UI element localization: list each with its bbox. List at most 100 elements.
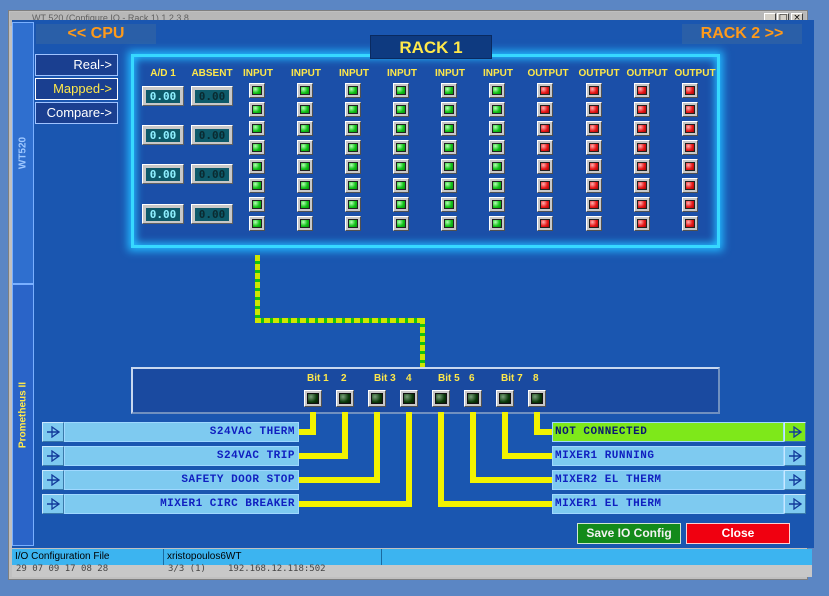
right-map-field[interactable]: MIXER1 EL THERM: [552, 494, 784, 514]
input-led-indicator[interactable]: [393, 121, 409, 136]
output-led-indicator[interactable]: [682, 102, 698, 117]
output-led-indicator[interactable]: [682, 197, 698, 212]
right-map-arrow-button[interactable]: [784, 446, 806, 466]
output-led-indicator[interactable]: [586, 83, 602, 98]
output-led-indicator[interactable]: [634, 216, 650, 231]
output-led-indicator[interactable]: [537, 140, 553, 155]
left-map-field[interactable]: SAFETY DOOR STOP: [64, 470, 299, 490]
input-led-indicator[interactable]: [297, 197, 313, 212]
input-led-indicator[interactable]: [345, 197, 361, 212]
input-led-indicator[interactable]: [393, 159, 409, 174]
input-led-indicator[interactable]: [249, 178, 265, 193]
output-led-indicator[interactable]: [537, 121, 553, 136]
input-led-indicator[interactable]: [249, 159, 265, 174]
input-led-indicator[interactable]: [441, 83, 457, 98]
output-led-indicator[interactable]: [682, 216, 698, 231]
input-led-indicator[interactable]: [249, 83, 265, 98]
input-led-indicator[interactable]: [297, 83, 313, 98]
input-led-indicator[interactable]: [393, 197, 409, 212]
input-led-indicator[interactable]: [297, 140, 313, 155]
output-led-indicator[interactable]: [634, 140, 650, 155]
tab-wt520[interactable]: WT520: [12, 22, 34, 284]
bit-indicator[interactable]: [464, 390, 482, 407]
output-led-indicator[interactable]: [682, 83, 698, 98]
input-led-indicator[interactable]: [297, 121, 313, 136]
output-led-indicator[interactable]: [634, 178, 650, 193]
output-led-indicator[interactable]: [586, 197, 602, 212]
left-map-arrow-button[interactable]: [42, 494, 64, 514]
input-led-indicator[interactable]: [489, 140, 505, 155]
left-map-field[interactable]: S24VAC TRIP: [64, 446, 299, 466]
bit-indicator[interactable]: [528, 390, 546, 407]
output-led-indicator[interactable]: [537, 216, 553, 231]
compare-button[interactable]: Compare->: [35, 102, 118, 124]
input-led-indicator[interactable]: [489, 178, 505, 193]
output-led-indicator[interactable]: [586, 140, 602, 155]
input-led-indicator[interactable]: [441, 159, 457, 174]
right-map-field[interactable]: MIXER2 EL THERM: [552, 470, 784, 490]
output-led-indicator[interactable]: [537, 102, 553, 117]
input-led-indicator[interactable]: [489, 159, 505, 174]
input-led-indicator[interactable]: [345, 121, 361, 136]
input-led-indicator[interactable]: [489, 102, 505, 117]
input-led-indicator[interactable]: [345, 178, 361, 193]
input-led-indicator[interactable]: [345, 140, 361, 155]
right-map-arrow-button[interactable]: [784, 422, 806, 442]
input-led-indicator[interactable]: [249, 216, 265, 231]
save-io-config-button[interactable]: Save IO Config: [577, 523, 681, 544]
left-map-arrow-button[interactable]: [42, 470, 64, 490]
input-led-indicator[interactable]: [441, 216, 457, 231]
input-led-indicator[interactable]: [441, 102, 457, 117]
left-map-arrow-button[interactable]: [42, 422, 64, 442]
right-map-arrow-button[interactable]: [784, 494, 806, 514]
right-map-field[interactable]: MIXER1 RUNNING: [552, 446, 784, 466]
bit-indicator[interactable]: [400, 390, 418, 407]
output-led-indicator[interactable]: [634, 197, 650, 212]
input-led-indicator[interactable]: [345, 216, 361, 231]
output-led-indicator[interactable]: [634, 121, 650, 136]
input-led-indicator[interactable]: [345, 159, 361, 174]
bit-indicator[interactable]: [336, 390, 354, 407]
input-led-indicator[interactable]: [393, 216, 409, 231]
input-led-indicator[interactable]: [441, 140, 457, 155]
input-led-indicator[interactable]: [393, 178, 409, 193]
output-led-indicator[interactable]: [682, 178, 698, 193]
left-map-field[interactable]: MIXER1 CIRC BREAKER: [64, 494, 299, 514]
right-map-field[interactable]: NOT CONNECTED: [552, 422, 784, 442]
input-led-indicator[interactable]: [393, 83, 409, 98]
left-map-field[interactable]: S24VAC THERM: [64, 422, 299, 442]
bit-indicator[interactable]: [432, 390, 450, 407]
output-led-indicator[interactable]: [537, 178, 553, 193]
input-led-indicator[interactable]: [441, 121, 457, 136]
cpu-nav-button[interactable]: << CPU: [36, 24, 156, 44]
input-led-indicator[interactable]: [393, 102, 409, 117]
output-led-indicator[interactable]: [586, 178, 602, 193]
input-led-indicator[interactable]: [297, 102, 313, 117]
right-map-arrow-button[interactable]: [784, 470, 806, 490]
output-led-indicator[interactable]: [634, 83, 650, 98]
output-led-indicator[interactable]: [586, 102, 602, 117]
output-led-indicator[interactable]: [634, 159, 650, 174]
output-led-indicator[interactable]: [537, 159, 553, 174]
mapped-button[interactable]: Mapped->: [35, 78, 118, 100]
output-led-indicator[interactable]: [537, 83, 553, 98]
input-led-indicator[interactable]: [441, 197, 457, 212]
input-led-indicator[interactable]: [489, 121, 505, 136]
tab-prometheus[interactable]: Prometheus II: [12, 284, 34, 546]
real-button[interactable]: Real->: [35, 54, 118, 76]
input-led-indicator[interactable]: [249, 197, 265, 212]
input-led-indicator[interactable]: [489, 197, 505, 212]
output-led-indicator[interactable]: [634, 102, 650, 117]
input-led-indicator[interactable]: [345, 83, 361, 98]
left-map-arrow-button[interactable]: [42, 446, 64, 466]
close-button[interactable]: Close: [686, 523, 790, 544]
input-led-indicator[interactable]: [249, 140, 265, 155]
output-led-indicator[interactable]: [682, 140, 698, 155]
input-led-indicator[interactable]: [345, 102, 361, 117]
input-led-indicator[interactable]: [297, 178, 313, 193]
output-led-indicator[interactable]: [537, 197, 553, 212]
input-led-indicator[interactable]: [297, 216, 313, 231]
bit-indicator[interactable]: [304, 390, 322, 407]
output-led-indicator[interactable]: [682, 121, 698, 136]
output-led-indicator[interactable]: [586, 121, 602, 136]
